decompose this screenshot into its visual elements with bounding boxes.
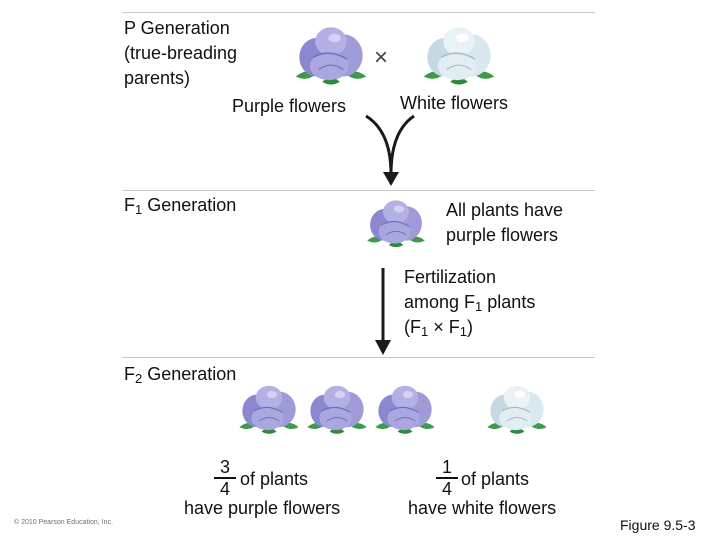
f1-result-text: All plants have purple flowers bbox=[446, 198, 563, 248]
p-title-line-1: P Generation bbox=[124, 18, 230, 38]
purple-flower-parent-icon bbox=[287, 22, 375, 88]
purple-fraction-line-2: have purple flowers bbox=[184, 498, 341, 518]
fertilization-arrow-icon bbox=[375, 268, 391, 355]
purple-fraction: 3 4 bbox=[214, 458, 236, 498]
figure-label: Figure 9.5-3 bbox=[620, 517, 696, 533]
purple-fraction-text: of plants bbox=[240, 469, 309, 489]
purple-flower-f2-3-icon bbox=[368, 380, 442, 438]
fertilization-line-3: (F1 × F1) bbox=[404, 317, 473, 339]
f2-generation-title: F2 Generation bbox=[124, 364, 237, 386]
white-flower-f2-icon bbox=[480, 380, 554, 438]
top-rule bbox=[122, 12, 595, 13]
cross-symbol: × bbox=[374, 44, 389, 71]
fertilization-text: Fertilization among F1 plants (F1 × F1) bbox=[404, 265, 535, 340]
p-title-line-2: (true-breading bbox=[124, 43, 238, 63]
middle-rule bbox=[122, 190, 595, 191]
purple-flower-f2-2-icon bbox=[300, 380, 374, 438]
white-fraction-text: of plants bbox=[461, 469, 530, 489]
fertilization-line-1: Fertilization bbox=[404, 267, 497, 287]
p-title-line-3: parents) bbox=[124, 68, 191, 88]
white-flower-parent-icon bbox=[415, 22, 503, 88]
p-generation-title: P Generation (true-breading parents) bbox=[124, 16, 237, 91]
purple-flower-f2-1-icon bbox=[232, 380, 306, 438]
f1-result-line-2: purple flowers bbox=[446, 225, 559, 245]
merging-arrow-icon bbox=[365, 114, 415, 186]
fertilization-line-2: among F1 plants bbox=[404, 292, 536, 314]
purple-flower-f1-icon bbox=[360, 195, 432, 251]
purple-flowers-label: Purple flowers bbox=[232, 96, 347, 116]
white-fraction-line-2: have white flowers bbox=[408, 498, 557, 518]
white-fraction: 1 4 bbox=[436, 458, 458, 498]
copyright-notice: © 2010 Pearson Education, Inc. bbox=[14, 519, 113, 526]
lower-rule bbox=[122, 357, 595, 358]
white-flowers-label: White flowers bbox=[400, 93, 509, 113]
f1-generation-title: F1 Generation bbox=[124, 195, 237, 217]
f1-result-line-1: All plants have bbox=[446, 200, 564, 220]
